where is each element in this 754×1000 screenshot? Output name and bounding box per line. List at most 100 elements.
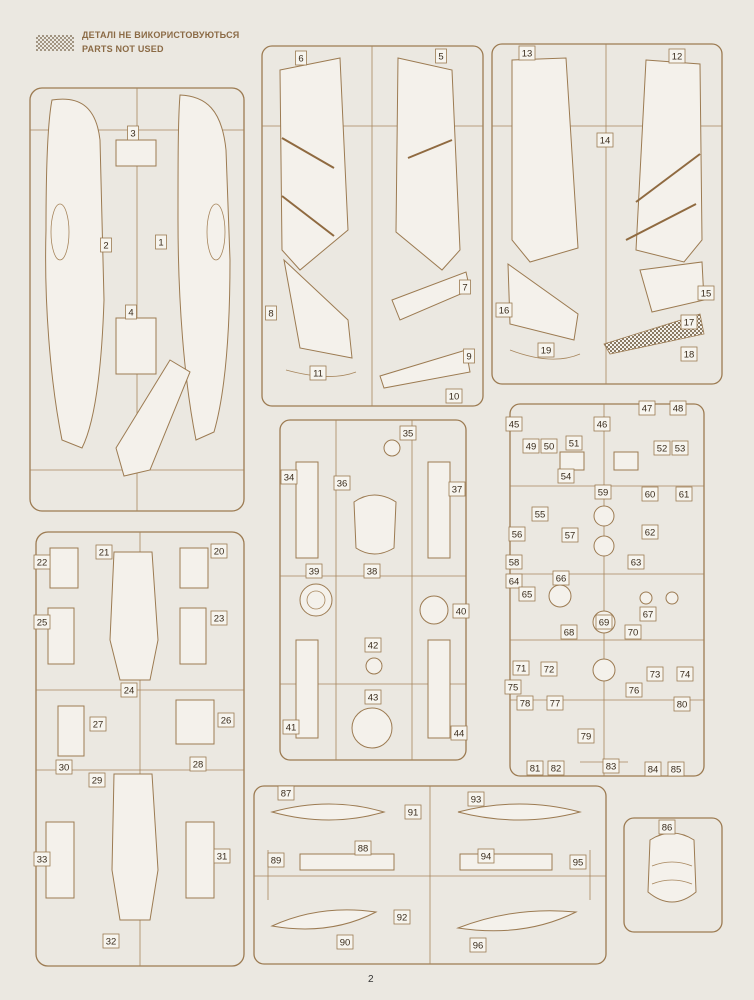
part-number-text: 44 bbox=[454, 729, 465, 740]
part-number-text: 96 bbox=[473, 941, 484, 952]
part-label-71: 71 bbox=[512, 660, 530, 676]
sprue-bays bbox=[35, 531, 245, 967]
part-number-text: 8 bbox=[268, 309, 273, 320]
part-number-text: 22 bbox=[37, 558, 48, 569]
part-label-60: 60 bbox=[641, 486, 659, 502]
part-number-text: 46 bbox=[597, 420, 608, 431]
part-number-text: 45 bbox=[509, 420, 520, 431]
part-label-89: 89 bbox=[267, 852, 285, 868]
part-label-28: 28 bbox=[189, 756, 207, 772]
part-number-text: 37 bbox=[452, 485, 463, 496]
part-number-text: 58 bbox=[509, 558, 520, 569]
part-label-88: 88 bbox=[354, 840, 372, 856]
part-number-text: 43 bbox=[368, 693, 379, 704]
part-number-text: 39 bbox=[309, 567, 320, 578]
part-number-text: 12 bbox=[672, 52, 683, 63]
part-label-65: 65 bbox=[518, 586, 536, 602]
part-label-74: 74 bbox=[676, 666, 694, 682]
part-number-text: 78 bbox=[520, 699, 531, 710]
part-number-text: 87 bbox=[281, 789, 292, 800]
page-number: 2 bbox=[368, 974, 374, 985]
sprue-fuselage bbox=[29, 87, 245, 512]
part-label-91: 91 bbox=[404, 804, 422, 820]
part-label-4: 4 bbox=[125, 304, 137, 320]
part-label-46: 46 bbox=[593, 416, 611, 432]
part-number-text: 7 bbox=[462, 283, 467, 294]
part-label-95: 95 bbox=[569, 854, 587, 870]
part-label-51: 51 bbox=[565, 435, 583, 451]
part-label-80: 80 bbox=[673, 696, 691, 712]
part-label-90: 90 bbox=[336, 934, 354, 950]
sprue-canopy bbox=[623, 817, 723, 933]
part-number-text: 80 bbox=[677, 700, 688, 711]
part-number-text: 27 bbox=[93, 720, 104, 731]
part-label-39: 39 bbox=[305, 563, 323, 579]
part-number-text: 77 bbox=[550, 699, 561, 710]
legend-text-en: PARTS NOT USED bbox=[82, 44, 164, 54]
part-label-29: 29 bbox=[88, 772, 106, 788]
part-number-text: 82 bbox=[551, 764, 562, 775]
part-label-32: 32 bbox=[102, 933, 120, 949]
part-label-56: 56 bbox=[508, 526, 526, 542]
part-label-92: 92 bbox=[393, 909, 411, 925]
part-number-text: 25 bbox=[37, 618, 48, 629]
part-label-62: 62 bbox=[641, 524, 659, 540]
part-label-44: 44 bbox=[450, 725, 468, 741]
part-label-49: 49 bbox=[522, 438, 540, 454]
hatch-swatch bbox=[36, 35, 74, 51]
part-number-text: 65 bbox=[522, 590, 533, 601]
part-number-text: 79 bbox=[581, 732, 592, 743]
part-number-text: 56 bbox=[512, 530, 523, 541]
part-label-82: 82 bbox=[547, 760, 565, 776]
part-label-69: 69 bbox=[595, 614, 613, 630]
part-label-31: 31 bbox=[213, 848, 231, 864]
part-number-text: 91 bbox=[408, 808, 419, 819]
part-number-text: 9 bbox=[466, 352, 471, 363]
part-label-67: 67 bbox=[639, 606, 657, 622]
part-number-text: 38 bbox=[367, 567, 378, 578]
part-label-70: 70 bbox=[624, 624, 642, 640]
legend-text-ua: ДЕТАЛІ НЕ ВИКОРИСТОВУЮТЬСЯ bbox=[82, 30, 240, 40]
part-label-6: 6 bbox=[295, 50, 307, 66]
part-number-text: 59 bbox=[598, 488, 609, 499]
part-label-20: 20 bbox=[210, 543, 228, 559]
part-number-text: 16 bbox=[499, 306, 510, 317]
part-label-75: 75 bbox=[504, 679, 522, 695]
part-label-61: 61 bbox=[675, 486, 693, 502]
part-number-text: 53 bbox=[675, 444, 686, 455]
part-label-13: 13 bbox=[518, 45, 536, 61]
part-number-text: 13 bbox=[522, 49, 533, 60]
part-label-83: 83 bbox=[602, 758, 620, 774]
part-number-text: 89 bbox=[271, 856, 282, 867]
part-label-19: 19 bbox=[537, 342, 555, 358]
part-number-text: 76 bbox=[629, 686, 640, 697]
part-number-text: 63 bbox=[631, 558, 642, 569]
part-label-47: 47 bbox=[638, 400, 656, 416]
part-number-text: 30 bbox=[59, 763, 70, 774]
part-number-text: 52 bbox=[657, 444, 668, 455]
part-label-77: 77 bbox=[546, 695, 564, 711]
part-number-text: 34 bbox=[284, 473, 295, 484]
part-label-93: 93 bbox=[467, 791, 485, 807]
part-number-text: 73 bbox=[650, 670, 661, 681]
part-number-text: 85 bbox=[671, 765, 682, 776]
part-label-64: 64 bbox=[505, 573, 523, 589]
part-number-text: 1 bbox=[158, 238, 163, 249]
part-label-73: 73 bbox=[646, 666, 664, 682]
sprue-wheels bbox=[279, 419, 467, 761]
part-label-36: 36 bbox=[333, 475, 351, 491]
part-number-text: 18 bbox=[684, 350, 695, 361]
part-number-text: 5 bbox=[438, 52, 443, 63]
part-number-text: 84 bbox=[648, 765, 659, 776]
part-label-68: 68 bbox=[560, 624, 578, 640]
part-label-17: 17 bbox=[680, 314, 698, 330]
part-number-text: 21 bbox=[99, 548, 110, 559]
part-label-58: 58 bbox=[505, 554, 523, 570]
part-number-text: 62 bbox=[645, 528, 656, 539]
part-label-50: 50 bbox=[540, 438, 558, 454]
part-label-10: 10 bbox=[445, 388, 463, 404]
part-label-7: 7 bbox=[459, 279, 471, 295]
sprue-small-parts bbox=[509, 403, 705, 777]
part-number-text: 81 bbox=[530, 764, 541, 775]
